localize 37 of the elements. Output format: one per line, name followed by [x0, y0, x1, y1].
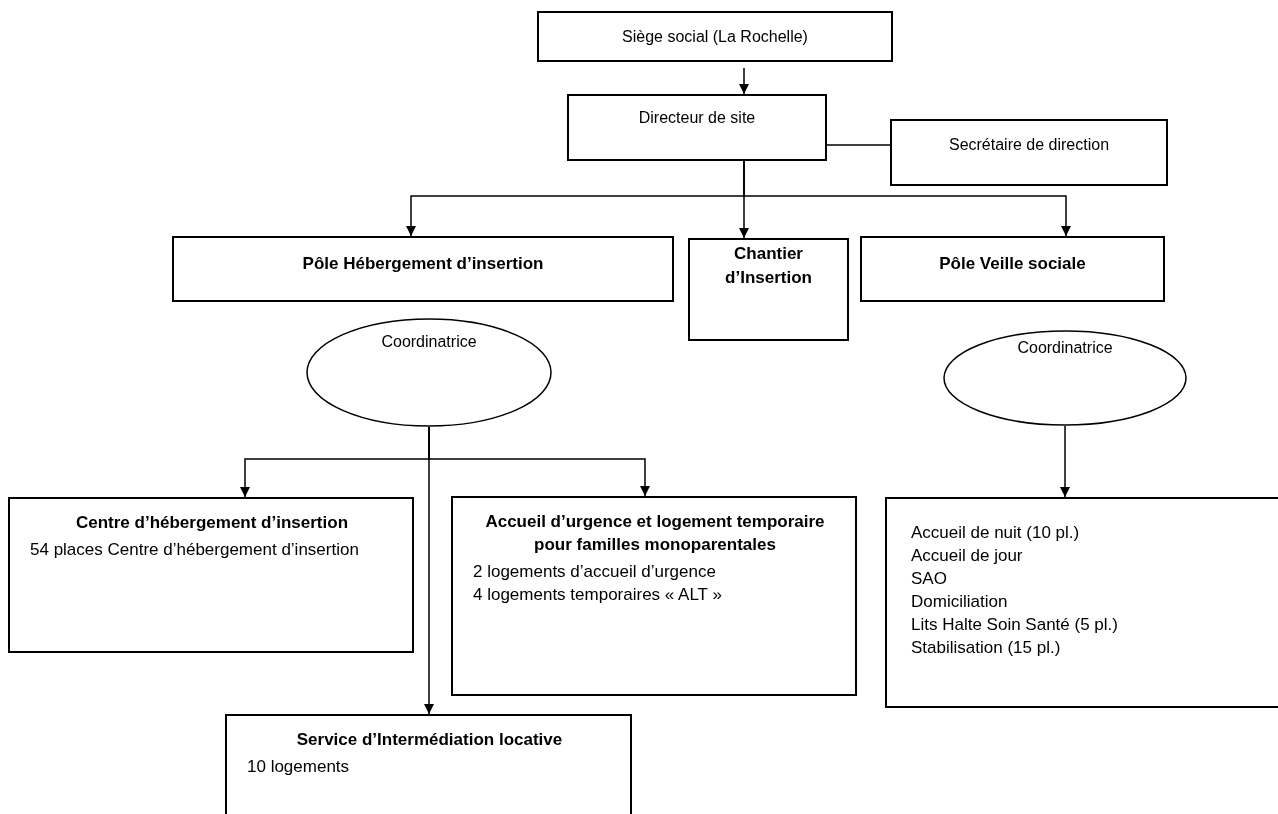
connector-arrow — [424, 426, 434, 715]
service-title: Accueil d’urgence et logement temporaire pour familles monoparentales — [484, 511, 826, 556]
service-title: Centre d’hébergement d’insertion — [74, 512, 349, 534]
role-label: Coordinatrice — [1016, 338, 1114, 357]
service-detail: 54 places Centre d’hébergement d’insertion — [30, 539, 360, 561]
connector-arrow — [1060, 425, 1070, 498]
service-detail: 10 logements — [247, 756, 351, 778]
department-title: Chantier d’Insertion — [724, 243, 813, 289]
service-box — [451, 496, 857, 696]
service-box — [8, 497, 414, 653]
role-label: Siège social (La Rochelle) — [621, 27, 809, 46]
service-item: SAO — [911, 568, 948, 590]
org-box — [537, 11, 893, 62]
role-label: Coordinatrice — [380, 332, 478, 351]
service-item: Domiciliation — [911, 591, 1009, 613]
department-box — [688, 238, 849, 341]
coordinator-ellipse — [943, 330, 1187, 426]
service-title: Service d’Intermédiation locative — [295, 729, 564, 751]
service-item: Accueil de nuit (10 pl.) — [911, 522, 1081, 544]
service-item: Stabilisation (15 pl.) — [911, 637, 1062, 659]
role-label: Secrétaire de direction — [947, 135, 1111, 154]
connector-arrow — [739, 67, 749, 95]
department-title: Pôle Hébergement d’insertion — [301, 253, 545, 275]
service-list-box — [885, 497, 1278, 708]
connector-arrow — [743, 160, 1071, 237]
department-box — [172, 236, 674, 302]
service-item: Lits Halte Soin Santé (5 pl.) — [911, 614, 1119, 636]
service-item: Accueil de jour — [911, 545, 1024, 567]
org-box — [890, 119, 1168, 186]
org-box — [567, 94, 827, 161]
department-box — [860, 236, 1165, 302]
role-label: Directeur de site — [637, 108, 757, 127]
coordinator-ellipse — [306, 318, 552, 427]
department-title: Pôle Veille sociale — [938, 253, 1087, 275]
service-detail: 4 logements temporaires « ALT » — [473, 584, 723, 606]
service-detail: 2 logements d’accueil d’urgence — [473, 561, 717, 583]
service-box — [225, 714, 632, 814]
